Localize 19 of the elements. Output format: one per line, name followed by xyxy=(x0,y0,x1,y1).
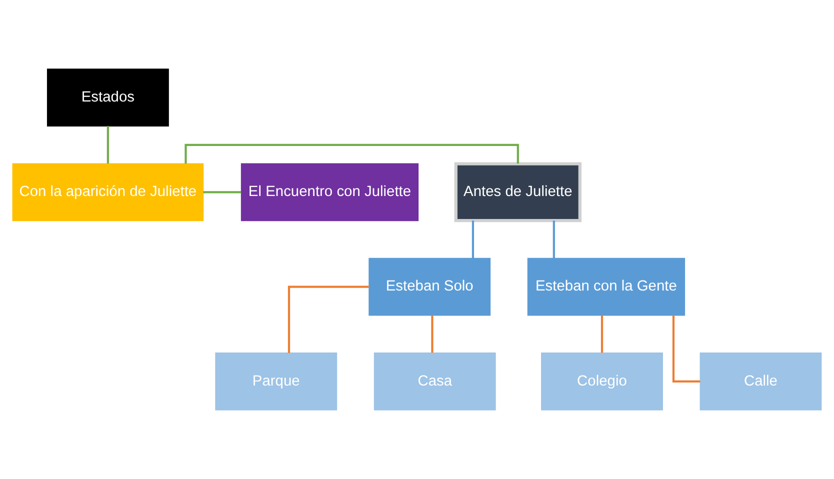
node-box: Antes de Juliette xyxy=(454,162,582,222)
connector xyxy=(106,126,109,164)
node-box: Esteban con la Gente xyxy=(527,258,686,316)
node-box: Con la aparición de Juliette xyxy=(12,163,204,222)
node-box: El Encuentro con Juliette xyxy=(240,163,419,222)
connector xyxy=(672,315,700,382)
connector xyxy=(552,220,555,258)
node-box: Esteban Solo xyxy=(368,258,491,316)
connector xyxy=(184,144,519,164)
connector xyxy=(431,315,434,353)
connector xyxy=(203,191,242,194)
node-box: Colegio xyxy=(541,352,663,410)
connector xyxy=(472,220,474,258)
connector xyxy=(600,315,604,353)
node-box: Parque xyxy=(215,352,338,410)
connector xyxy=(288,286,369,354)
node-box: Estados xyxy=(46,68,169,126)
node-box: Casa xyxy=(374,352,496,410)
node-box: Calle xyxy=(700,352,822,410)
